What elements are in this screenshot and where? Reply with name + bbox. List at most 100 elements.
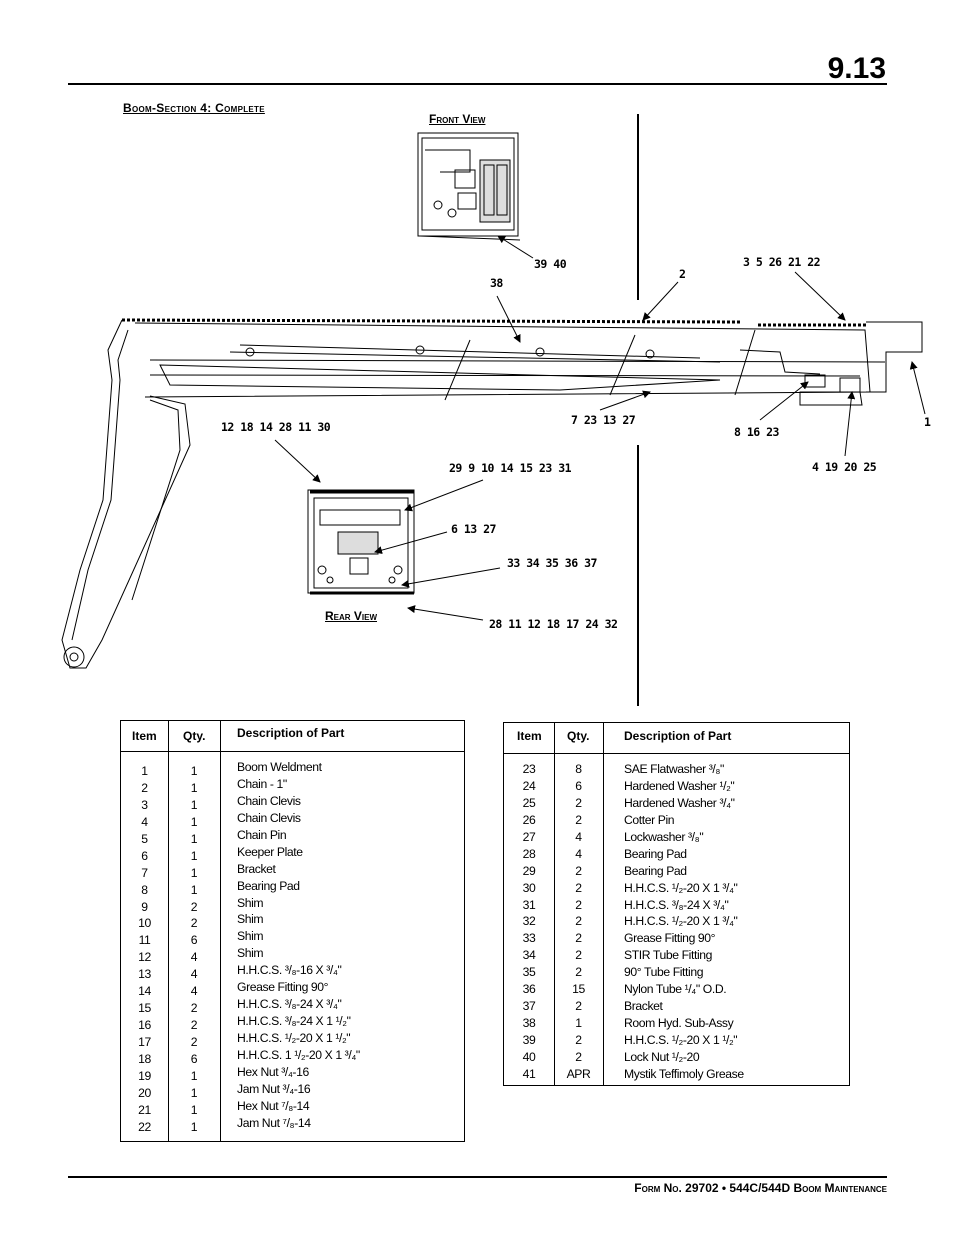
item-qty: 2: [575, 931, 582, 946]
item-qty: 4: [575, 829, 582, 844]
footer-rule: [68, 1176, 887, 1178]
item-description: Cotter Pin: [624, 812, 675, 827]
header-qty: Qty.: [183, 729, 206, 743]
header-desc: Description of Part: [237, 726, 345, 740]
callout-12-18-14-28-11-30: 12 18 14 28 11 30: [221, 420, 331, 434]
item-qty: 2: [575, 812, 582, 827]
item-number: 12: [138, 950, 151, 965]
section-title: Boom-Section 4: Complete: [123, 101, 265, 115]
item-number: 9: [141, 899, 148, 914]
item-number: 32: [522, 914, 536, 929]
item-description: Room Hyd. Sub-Assy: [624, 1016, 734, 1031]
item-qty: 4: [190, 984, 198, 999]
item-number: 10: [138, 916, 151, 931]
item-description: Bearing Pad: [624, 846, 687, 861]
item-description: Jam Nut ³/₄-16: [237, 1081, 311, 1096]
item-description: H.H.C.S. ³/₈-16 X ³/₄": [237, 963, 342, 978]
item-qty: 1: [190, 814, 198, 829]
item-qty: 2: [575, 948, 582, 963]
boom-drawing: [61, 114, 926, 706]
item-description: SAE Flatwasher ³/₈": [624, 762, 724, 776]
item-description: Boom Weldment: [237, 760, 322, 774]
item-description: 90° Tube Fitting: [624, 965, 704, 980]
item-qty: 2: [575, 999, 582, 1014]
item-description: Hex Nut ³/₄-16: [237, 1064, 309, 1079]
item-number: 18: [138, 1051, 151, 1066]
front-view-label: Front View: [429, 112, 486, 126]
item-number: 34: [522, 948, 536, 963]
item-number: 17: [138, 1035, 151, 1049]
item-number: 30: [522, 880, 536, 895]
item-qty: 1: [190, 764, 198, 778]
item-number: 15: [138, 1001, 151, 1016]
header-qty: Qty.: [567, 729, 590, 743]
item-qty: 8: [575, 762, 582, 776]
item-number: 38: [522, 1016, 536, 1031]
item-qty: 6: [575, 778, 582, 793]
item-number: 27: [522, 829, 536, 844]
item-number: 40: [522, 1049, 536, 1064]
item-description: Bracket: [237, 861, 276, 876]
item-number: 16: [138, 1018, 151, 1033]
item-qty: 6: [190, 1051, 198, 1066]
item-number: 7: [141, 865, 148, 880]
item-description: Shim: [237, 929, 264, 944]
item-qty: APR: [566, 1066, 591, 1081]
item-number: 25: [522, 795, 536, 810]
item-qty: 1: [190, 1085, 198, 1100]
callout-4-19-20-25: 4 19 20 25: [812, 460, 877, 474]
item-number: 13: [138, 967, 151, 982]
item-number: 3: [141, 797, 148, 812]
item-qty: 2: [575, 1049, 582, 1064]
item-description: H.H.C.S. ¹/₂-20 X 1 ³/₄": [624, 880, 738, 895]
page-number: 9.13: [827, 52, 886, 85]
item-qty: 2: [575, 880, 582, 895]
item-number: 29: [522, 863, 536, 878]
item-qty: 4: [575, 846, 582, 861]
item-description: Hardened Washer ³/₄": [624, 795, 735, 810]
item-description: Shim: [237, 895, 264, 910]
item-qty: 1: [190, 865, 198, 880]
item-number: 20: [138, 1085, 151, 1100]
item-description: STIR Tube Fitting: [624, 948, 713, 963]
callout-33-34-35-36-37: 33 34 35 36 37: [507, 556, 597, 570]
item-description: H.H.C.S. 1 ¹/₂-20 X 1 ³/₄": [237, 1047, 360, 1062]
item-qty: 15: [572, 982, 585, 997]
item-number: 36: [522, 982, 536, 997]
item-qty: 1: [190, 882, 198, 897]
item-number: 24: [522, 778, 536, 793]
item-description: Bracket: [624, 999, 663, 1014]
item-qty: 1: [190, 1102, 198, 1117]
rear-view-drawing: [307, 489, 415, 595]
header-item: Item: [132, 729, 157, 743]
item-qty: 2: [575, 914, 582, 929]
item-qty: 2: [190, 916, 198, 931]
boom-side-view: [61, 318, 923, 669]
callout-7-23-13-27: 7 23 13 27: [571, 413, 636, 427]
item-qty: 2: [575, 863, 582, 878]
callout-39-40: 39 40: [534, 257, 567, 271]
item-qty: 4: [190, 950, 198, 965]
item-number: 5: [141, 831, 148, 846]
item-description: Chain Pin: [237, 827, 287, 842]
callout-8-16-23: 8 16 23: [734, 425, 779, 439]
item-qty: 1: [190, 848, 198, 863]
header-desc: Description of Part: [624, 729, 732, 743]
desc-column: SAE Flatwasher ³/₈" Hardened Washer ¹/₂" H…: [624, 761, 846, 1083]
item-description: Keeper Plate: [237, 844, 303, 859]
item-description: H.H.C.S. ¹/₂-20 X 1 ¹/₂": [237, 1031, 351, 1045]
item-number: 4: [141, 814, 148, 829]
item-description: Hardened Washer ¹/₂": [624, 778, 735, 793]
table-header: [504, 723, 849, 754]
item-description: Chain Clevis: [237, 810, 301, 825]
header-item: Item: [517, 729, 542, 743]
item-qty: 4: [190, 967, 198, 982]
item-number: 35: [522, 965, 536, 980]
footer-text: Form No. 29702 • 544C/544D Boom Maintena…: [634, 1181, 887, 1195]
item-description: H.H.C.S. ³/₈-24 X ³/₄": [624, 897, 729, 912]
item-description: Nylon Tube ¹/₄" O.D.: [624, 982, 727, 997]
